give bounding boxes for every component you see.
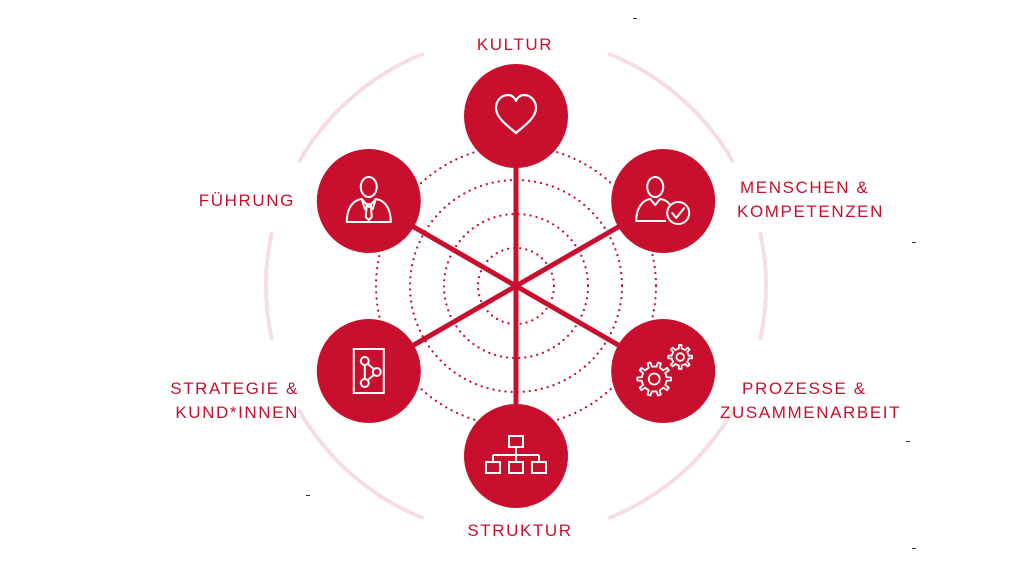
stray-mark xyxy=(306,495,310,496)
dotted-ring xyxy=(476,246,556,326)
outer-ring-arc-bottom-left xyxy=(297,409,425,520)
heart-icon xyxy=(494,93,538,135)
label-prozesse: PROZESSE & ZUSAMMENARBEIT xyxy=(720,377,901,425)
dotted-ring xyxy=(442,212,590,360)
label-strategie-line-1: STRATEGIE & xyxy=(170,379,299,398)
node-strategie-circle xyxy=(316,319,421,423)
spoke-line xyxy=(366,198,666,374)
gears-icon xyxy=(636,344,694,397)
label-menschen: MENSCHEN & KOMPETENZEN xyxy=(737,176,884,224)
stray-mark xyxy=(912,548,916,549)
node-menschen-circle xyxy=(611,149,716,253)
label-menschen-line-1: MENSCHEN & xyxy=(740,178,870,197)
share-document-icon xyxy=(352,348,385,394)
label-strategie-line-2: KUND*INNEN xyxy=(175,403,299,422)
node-struktur xyxy=(464,404,568,508)
label-fuehrung-line-1: FÜHRUNG xyxy=(198,191,295,210)
outer-ring-arc-bottom-right xyxy=(607,409,735,520)
outer-ring-arc-right xyxy=(758,232,768,340)
node-kultur-circle xyxy=(464,64,568,168)
outer-ring-arc-top-right xyxy=(607,52,735,163)
stray-mark xyxy=(906,441,910,442)
label-prozesse-line-1: PROZESSE & xyxy=(742,379,867,398)
stray-mark xyxy=(633,18,637,19)
label-struktur-line-1: STRUKTUR xyxy=(467,521,573,540)
nodes xyxy=(316,64,716,508)
outer-ring-arc-top-left xyxy=(297,52,425,163)
node-fuehrung xyxy=(316,149,421,253)
dotted-ring xyxy=(408,178,624,394)
node-fuehrung-circle xyxy=(316,149,421,253)
stray-mark xyxy=(912,242,916,243)
label-strategie: STRATEGIE & KUND*INNEN xyxy=(170,377,299,425)
label-kultur-line-1: KULTUR xyxy=(476,35,554,54)
node-strategie xyxy=(316,319,421,423)
node-menschen xyxy=(611,149,716,253)
outer-ring xyxy=(264,52,768,520)
node-kultur xyxy=(464,64,568,168)
spokes xyxy=(366,113,666,459)
label-fuehrung: FÜHRUNG xyxy=(199,189,295,213)
label-struktur: STRUKTUR xyxy=(440,519,600,543)
label-prozesse-line-2: ZUSAMMENARBEIT xyxy=(720,403,902,422)
outer-ring-arc-left xyxy=(264,232,274,340)
business-person-icon xyxy=(345,176,392,223)
node-prozesse xyxy=(611,319,716,423)
org-chart-icon xyxy=(485,435,547,474)
label-kultur: KULTUR xyxy=(435,33,595,57)
label-menschen-line-2: KOMPETENZEN xyxy=(737,202,885,221)
person-check-icon xyxy=(635,176,691,225)
